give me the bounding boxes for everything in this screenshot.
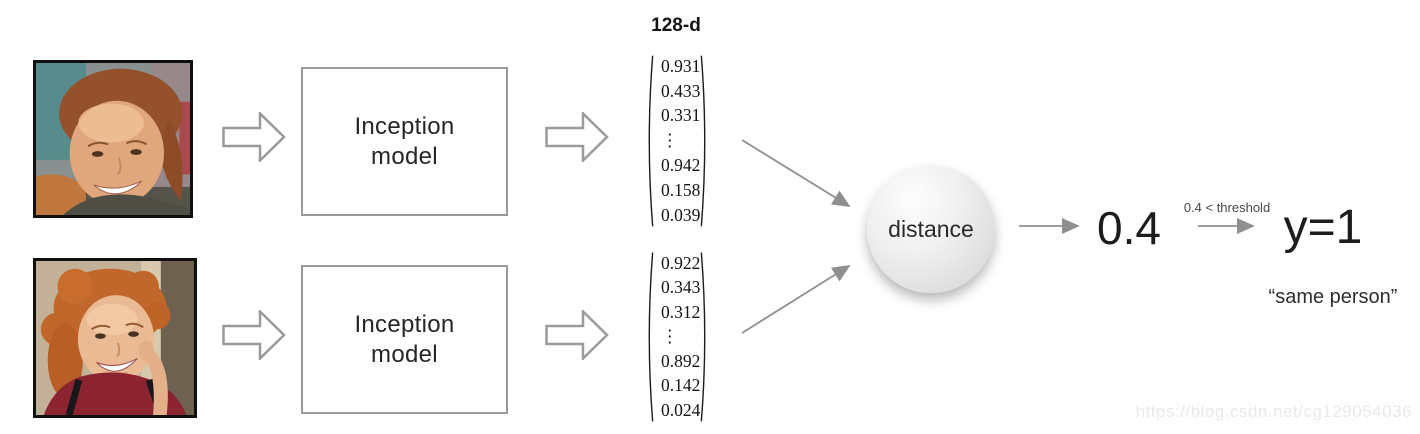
distance-score: 0.4 <box>1097 202 1161 254</box>
inception-model-label: Inception model <box>354 311 455 368</box>
left-parenthesis <box>645 53 654 229</box>
vector-dimension-title: 128-d <box>651 15 701 36</box>
right-block-arrow-icon <box>545 112 609 162</box>
block-arrow-photo-bottom-to-model <box>222 310 286 360</box>
vector-value: 0.892 <box>661 350 701 371</box>
vector-value: 0.039 <box>661 204 701 225</box>
vector-value: 0.158 <box>661 179 701 200</box>
arrow-vector-top-to-distance <box>741 139 851 207</box>
vector-values: 0.931 0.433 0.331 ⋮ 0.942 0.158 0.039 <box>654 53 700 229</box>
block-arrow-model-top-to-vector <box>545 112 609 162</box>
watermark-url: https://blog.csdn.net/cg129054036 <box>1135 402 1412 421</box>
inception-model-label: Inception model <box>354 113 455 170</box>
output-caption: “same person” <box>1268 286 1398 308</box>
face-photo-bottom <box>33 258 197 418</box>
vector-value: 0.922 <box>661 252 701 273</box>
right-block-arrow-icon <box>545 310 609 360</box>
left-parenthesis <box>645 250 654 424</box>
arrow-vector-bottom-to-distance <box>741 265 851 334</box>
vector-value: 0.142 <box>661 375 701 396</box>
vector-value: 0.942 <box>661 155 701 176</box>
embedding-vector-bottom: 0.922 0.343 0.312 ⋮ 0.892 0.142 0.024 <box>645 250 709 424</box>
inception-model-box-bottom: Inception model <box>301 265 508 414</box>
block-arrow-photo-top-to-model <box>222 112 286 162</box>
output-label: y=1 <box>1283 201 1363 254</box>
inception-model-box-top: Inception model <box>301 67 508 216</box>
distance-node: distance <box>867 165 995 293</box>
vector-value: 0.024 <box>661 399 701 420</box>
vector-value: 0.331 <box>661 105 701 126</box>
face-photo-top-image <box>36 63 190 215</box>
threshold-note: 0.4 < threshold <box>1183 200 1271 215</box>
vector-value: 0.343 <box>661 277 701 298</box>
vector-ellipsis: ⋮ <box>661 130 679 151</box>
vector-value: 0.433 <box>661 80 701 101</box>
vector-value: 0.931 <box>661 55 701 76</box>
right-block-arrow-icon <box>222 112 286 162</box>
vector-ellipsis: ⋮ <box>661 326 679 347</box>
face-photo-top <box>33 60 193 218</box>
vector-values: 0.922 0.343 0.312 ⋮ 0.892 0.142 0.024 <box>654 250 700 424</box>
embedding-vector-top: 0.931 0.433 0.331 ⋮ 0.942 0.158 0.039 <box>645 53 709 229</box>
block-arrow-model-bottom-to-vector <box>545 310 609 360</box>
distance-label: distance <box>888 215 974 242</box>
face-photo-bottom-image <box>36 261 194 415</box>
right-block-arrow-icon <box>222 310 286 360</box>
right-parenthesis <box>700 250 709 424</box>
vector-value: 0.312 <box>661 301 701 322</box>
right-parenthesis <box>700 53 709 229</box>
